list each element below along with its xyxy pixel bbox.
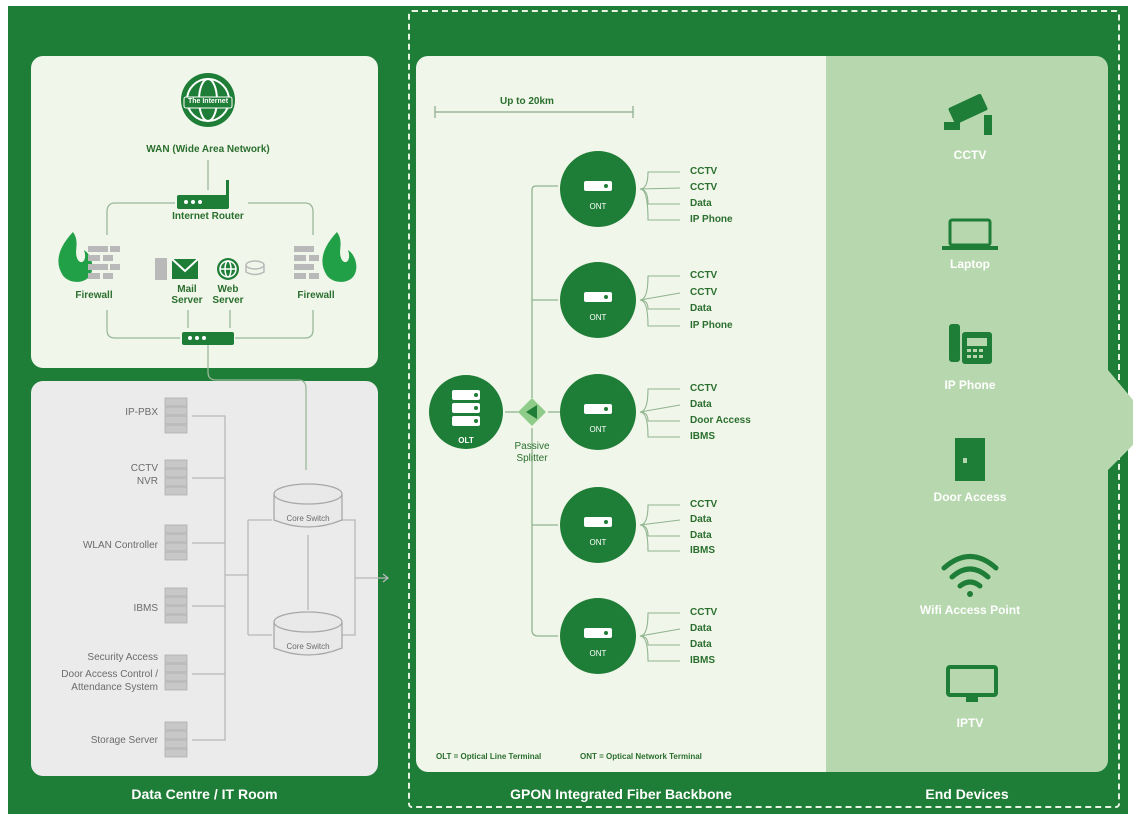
- ont-icon: [560, 151, 636, 227]
- end-device-label: CCTV: [953, 148, 987, 162]
- server-label-ibms: IBMS: [133, 603, 158, 614]
- end-device-label: IP Phone: [944, 378, 996, 392]
- ont-endpoint: CCTV: [690, 383, 718, 394]
- ont-endpoint: CCTV: [690, 499, 718, 510]
- olt-label: OLT: [458, 436, 474, 445]
- gpon-footer: GPON Integrated Fiber Backbone: [510, 786, 732, 802]
- web-server-icon: [217, 258, 265, 280]
- olt-icon: [429, 375, 503, 449]
- server-label-nvr: NVR: [136, 476, 158, 487]
- ont-icon: [560, 262, 636, 338]
- ip-phone-icon: [949, 324, 992, 364]
- end-devices-panel: [826, 56, 1108, 772]
- ont-label: ONT: [589, 649, 607, 658]
- datacentre-footer: Data Centre / IT Room: [131, 786, 278, 802]
- server-label-storage: Storage Server: [90, 735, 158, 746]
- internet-label: The Internet: [187, 98, 229, 105]
- ont-fan-5: [639, 612, 681, 662]
- ont-label: ONT: [589, 538, 607, 547]
- splitter-label: Passive Splitter: [514, 441, 550, 464]
- ont-endpoint: Data: [690, 639, 712, 650]
- mail-server-icon: [155, 258, 199, 280]
- server-rack-icon: [164, 721, 188, 758]
- ont-endpoint: IBMS: [690, 545, 715, 556]
- server-label-security: Security Access: [87, 652, 158, 663]
- distance-label: Up to 20km: [500, 96, 554, 107]
- ont-circles: [560, 151, 636, 674]
- ont-icon: [560, 487, 636, 563]
- globe-icon: [181, 73, 235, 127]
- server-rack-icon: [164, 397, 188, 434]
- end-device-label: Laptop: [950, 257, 990, 271]
- core-switch-1-label: Core Switch: [286, 514, 330, 523]
- tv-icon: [946, 665, 998, 702]
- ont-endpoint: CCTV: [690, 166, 718, 177]
- wan-label: WAN (Wide Area Network): [146, 144, 270, 155]
- end-device-label: IPTV: [956, 716, 984, 730]
- server-label-door: Door Access Control /: [61, 669, 158, 680]
- ont-label: ONT: [589, 313, 607, 322]
- ont-endpoint: Data: [690, 530, 712, 541]
- ont-icon: [560, 598, 636, 674]
- ont-endpoint: CCTV: [690, 607, 718, 618]
- ont-endpoint: Door Access: [690, 415, 751, 426]
- cctv-camera-icon: [944, 93, 992, 135]
- end-devices-footer: End Devices: [925, 786, 1009, 802]
- server-rack-icon: [164, 587, 188, 624]
- legend-ont: ONT = Optical Network Terminal: [580, 752, 702, 761]
- ont-endpoint: IP Phone: [690, 214, 733, 225]
- ont-endpoint: Data: [690, 623, 712, 634]
- web-server-label: Web Server: [212, 284, 244, 306]
- ont-endpoint: IP Phone: [690, 320, 733, 331]
- door-icon: [955, 438, 985, 481]
- server-label-cctv: CCTV: [130, 463, 158, 474]
- ont-icon: [560, 374, 636, 450]
- ont-endpoint: Data: [690, 514, 712, 525]
- server-label-attendance: Attendance System: [71, 682, 158, 693]
- ont-endpoint: CCTV: [690, 182, 718, 193]
- firewall-left-label: Firewall: [75, 290, 113, 301]
- end-device-label: Door Access: [933, 490, 1007, 504]
- ont-endpoint: Data: [690, 303, 712, 314]
- server-rack-icon: [164, 654, 188, 691]
- ont-fan-2: [639, 275, 681, 327]
- core-switch-2-icon: [273, 611, 343, 656]
- end-devices-arrow: [1108, 370, 1133, 470]
- server-label-ip-pbx: IP-PBX: [125, 407, 158, 418]
- ont-fan-1: [639, 171, 681, 221]
- ont-label: ONT: [589, 202, 607, 211]
- end-device-label: Wifi Access Point: [919, 603, 1021, 617]
- datacentre-panel: [31, 381, 378, 776]
- ont-label: ONT: [589, 425, 607, 434]
- ont-endpoint: IBMS: [690, 655, 715, 666]
- splitter-icon: [518, 398, 546, 426]
- router-label: Internet Router: [172, 211, 244, 222]
- laptop-icon: [942, 218, 998, 250]
- core-switch-1-icon: [273, 483, 343, 528]
- server-rack-icon: [164, 524, 188, 561]
- ont-endpoint: Data: [690, 198, 712, 209]
- firewall-left-icon: [58, 232, 120, 282]
- diagram-frame: [8, 6, 1128, 814]
- server-label-wlan: WLAN Controller: [82, 540, 158, 551]
- ont-endpoint: CCTV: [690, 270, 718, 281]
- legend-olt: OLT = Optical Line Terminal: [436, 752, 542, 761]
- server-rack-icon: [164, 459, 188, 496]
- ont-fan-3: [639, 388, 681, 438]
- wifi-icon: [941, 554, 999, 597]
- ont-endpoint: CCTV: [690, 287, 718, 298]
- core-switch-2-label: Core Switch: [286, 642, 330, 651]
- router-icon: [177, 180, 229, 209]
- firewall-right-label: Firewall: [297, 290, 335, 301]
- ont-endpoint: IBMS: [690, 431, 715, 442]
- mail-server-label: Mail Server: [171, 284, 203, 306]
- ont-fan-4: [639, 504, 681, 552]
- firewall-right-icon: [294, 232, 357, 282]
- internal-switch-icon: [182, 332, 234, 345]
- ont-endpoint: Data: [690, 399, 712, 410]
